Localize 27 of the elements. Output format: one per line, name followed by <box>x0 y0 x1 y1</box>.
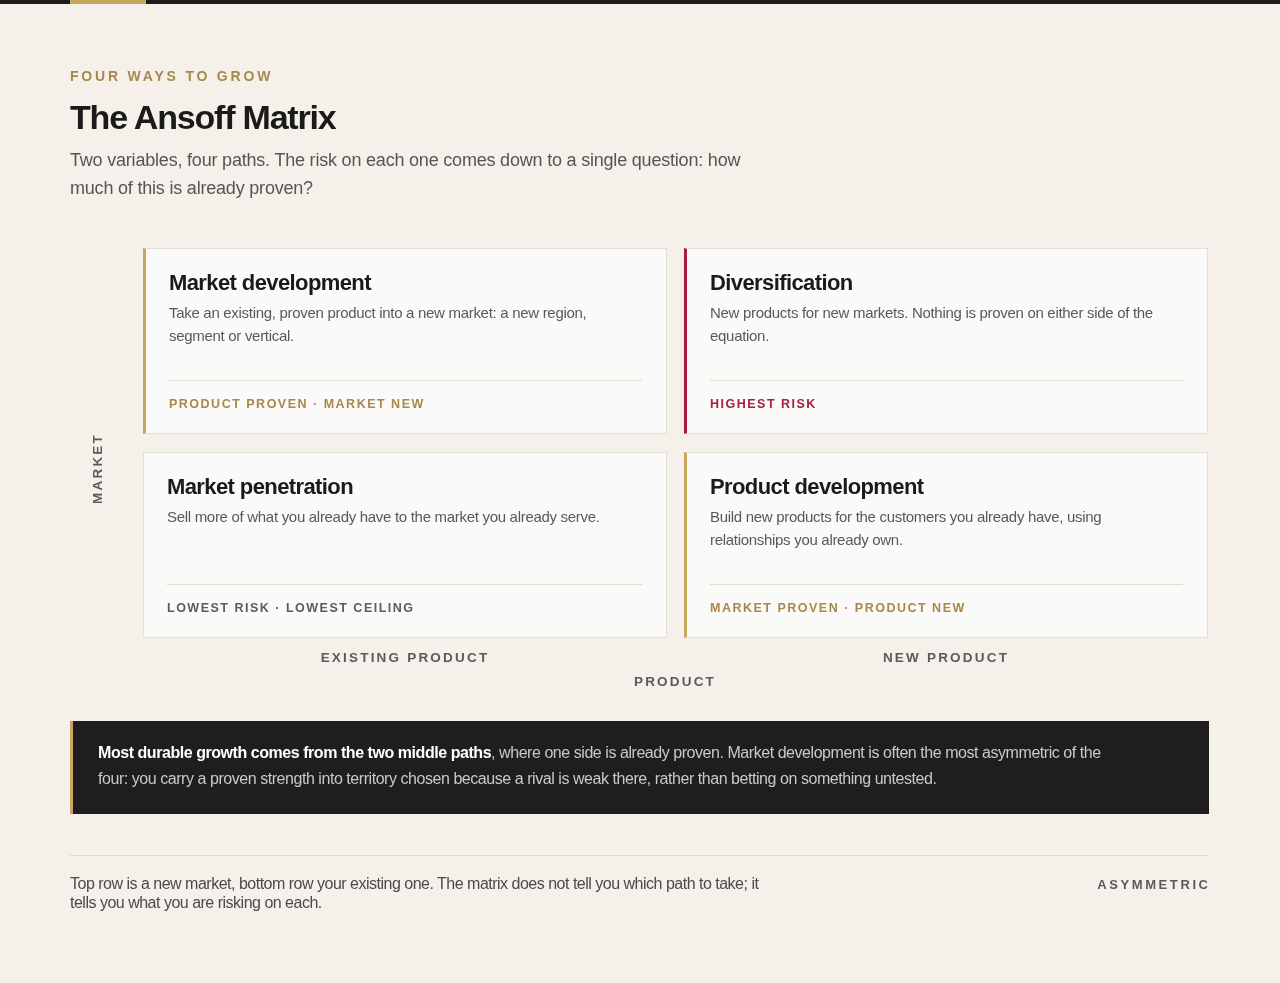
card-heading: Market penetration <box>167 473 355 501</box>
subtitle-text: Two variables, four paths. The risk on each one comes down to a single question: how much of this is already proven? <box>70 149 742 200</box>
axis-label: PRODUCT <box>633 674 717 690</box>
tag-label: HIGHEST RISK <box>710 396 817 412</box>
card-heading: Diversification <box>710 269 854 297</box>
title: The Ansoff Matrix <box>70 97 336 138</box>
tag-label: ASYMMETRIC <box>1097 877 1211 893</box>
card-description: Build new products for the customers you already have, using relationships you already own. <box>710 507 1103 550</box>
callout-panel <box>70 721 1209 814</box>
tag-label: MARKET PROVEN · PRODUCT NEW <box>710 600 966 616</box>
quadrant-card <box>143 452 667 638</box>
tag-label: PRODUCT PROVEN · MARKET NEW <box>169 396 425 412</box>
axis-label: EXISTING PRODUCT <box>320 650 490 666</box>
tag-label: LOWEST RISK · LOWEST CEILING <box>167 600 415 616</box>
quadrant-card <box>143 248 667 434</box>
card-description: Sell more of what you already have to the market you already serve. <box>167 507 601 527</box>
card-heading: Product development <box>710 473 925 501</box>
quadrant-card <box>684 248 1208 434</box>
card-heading: Market development <box>169 269 373 297</box>
footnote-text: Top row is a new market, bottom row your existing one. The matrix does not tell you which path to take; it tells you what you are risking on each. <box>70 874 760 912</box>
card-description: New products for new markets. Nothing is proven on either side of the equation. <box>710 303 1154 346</box>
quadrant-card <box>684 452 1208 638</box>
axis-label: NEW PRODUCT <box>882 650 1010 666</box>
callout-text: Most durable growth comes from the two middle paths, where one side is already proven. Market development is often the most asymmetric of the four: you carry a proven strength into territory chosen because a rival is weak there, rather than betting on something untested. <box>98 743 1102 789</box>
card-description: Take an existing, proven product into a new market: a new region, segment or vertical. <box>169 303 588 346</box>
axis-label: MARKET <box>90 433 106 504</box>
eyebrow-text: FOUR WAYS TO GROW <box>70 67 274 85</box>
